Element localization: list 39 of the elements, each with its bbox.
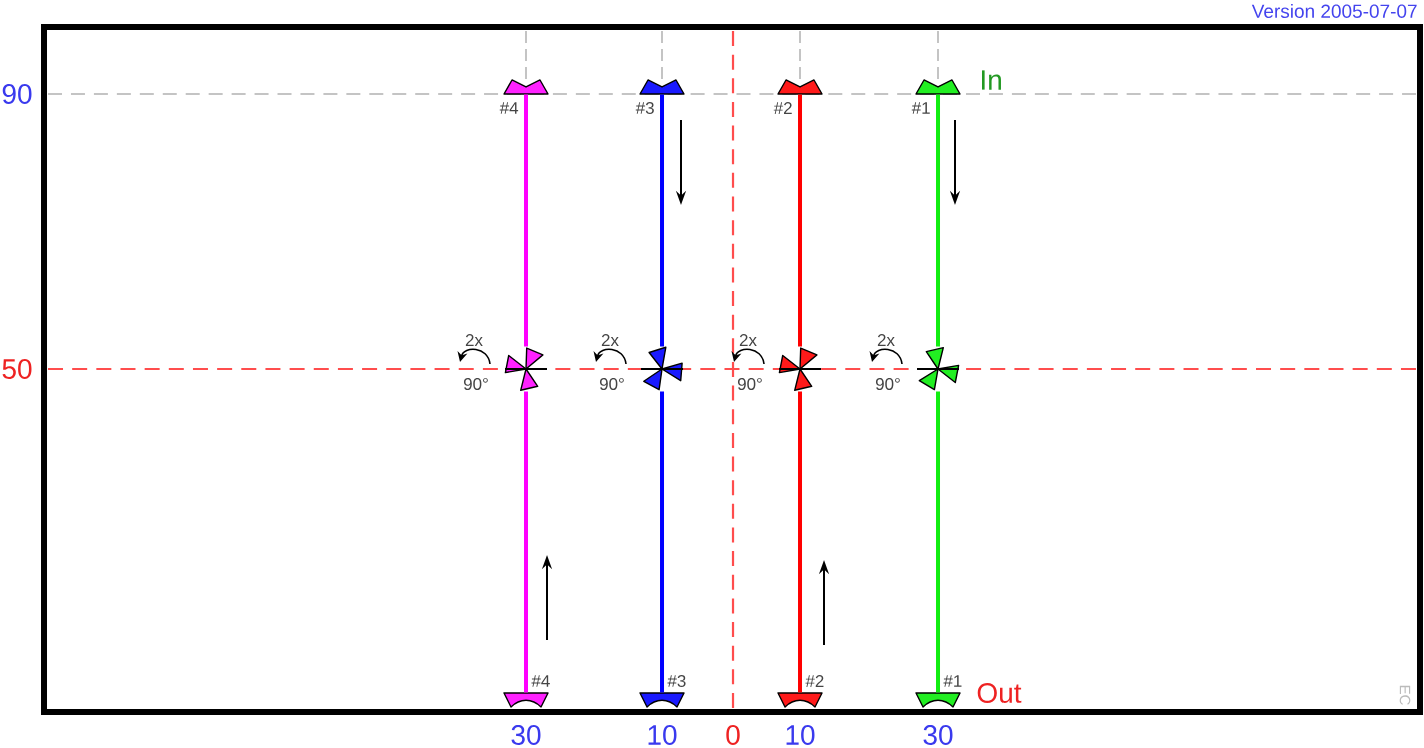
axis-label: 50 xyxy=(2,359,32,379)
node-label: #1 xyxy=(943,675,962,687)
node-label: #2 xyxy=(805,675,824,687)
rotation-count: 2x xyxy=(877,334,895,346)
pinwheel-symbol xyxy=(916,347,960,391)
version-label: Version 2005-07-07 xyxy=(1251,4,1417,18)
pinwheel-symbol xyxy=(504,347,548,391)
angle-label: 90° xyxy=(463,378,488,390)
axis-label: 0 xyxy=(726,725,740,745)
node-label: #4 xyxy=(499,102,519,114)
connector-line xyxy=(660,94,664,347)
port-label: In xyxy=(982,70,1001,90)
port-label: Out xyxy=(977,683,1022,703)
trapezoid-marker xyxy=(777,79,823,95)
trapezoid-marker xyxy=(503,79,549,95)
node-label: #4 xyxy=(531,675,550,687)
trapezoid-marker xyxy=(503,692,549,708)
node-label: #3 xyxy=(667,675,686,687)
node-label: #1 xyxy=(911,102,930,114)
angle-label: 90° xyxy=(875,378,900,390)
trapezoid-marker xyxy=(777,692,823,708)
connector-line xyxy=(524,94,528,347)
pinwheel-symbol xyxy=(778,347,822,391)
initials: EC xyxy=(1399,685,1411,705)
connector-line xyxy=(798,94,802,347)
node-label: #3 xyxy=(635,102,654,114)
pinwheel-symbol xyxy=(640,346,684,391)
angle-label: 90° xyxy=(737,378,762,390)
node-label: #2 xyxy=(773,102,792,114)
trapezoid-marker xyxy=(639,692,685,708)
trapezoid-marker xyxy=(915,692,961,708)
rotation-count: 2x xyxy=(739,334,757,346)
rotation-count: 2x xyxy=(465,334,483,346)
trapezoid-marker xyxy=(915,79,961,95)
angle-label: 90° xyxy=(599,378,624,390)
axis-label: 90 xyxy=(2,84,32,104)
connector-line xyxy=(936,94,940,347)
trapezoid-marker xyxy=(639,79,685,95)
rotation-count: 2x xyxy=(601,334,619,346)
